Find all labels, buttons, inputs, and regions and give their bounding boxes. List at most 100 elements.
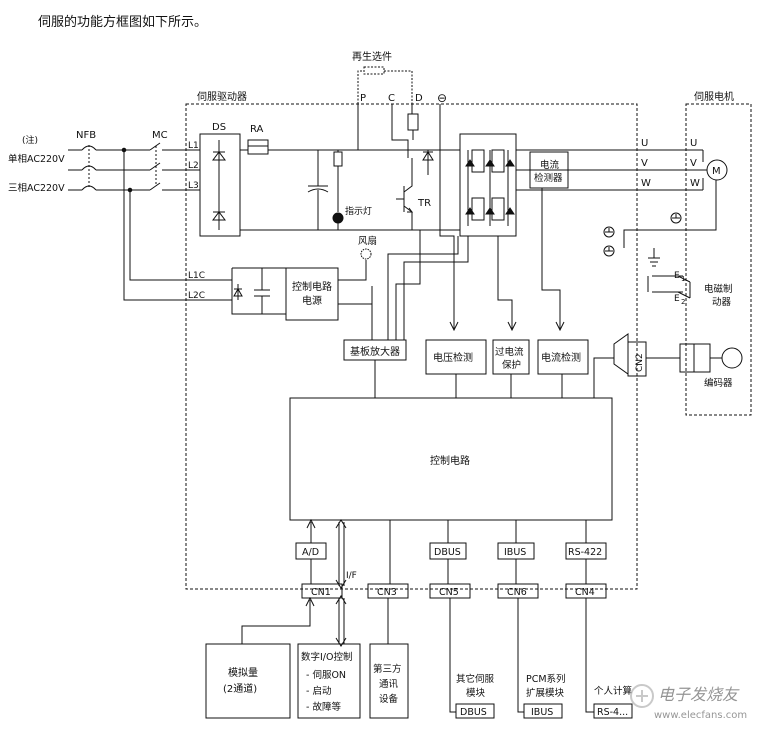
overcurrent-sense (497, 236, 517, 332)
ground-icons (603, 212, 682, 267)
brake-e2: E (674, 294, 680, 304)
ad-label: A/D (302, 547, 319, 558)
current-detect-box (537, 339, 589, 375)
dbus-label: DBUS (434, 547, 461, 558)
encoder-disc (721, 347, 743, 369)
tr-label: TR (417, 198, 431, 209)
regen-resistor (363, 66, 385, 75)
ground-wiring (623, 180, 717, 248)
ibus-ext-wire (517, 598, 524, 713)
analog-box (205, 643, 291, 719)
current-detector-label-2: 检测器 (534, 172, 563, 184)
dio-item-servo-on: - 伺服ON (306, 669, 346, 681)
current-sense-wire (541, 188, 565, 332)
rs422-label: RS-422 (568, 547, 602, 558)
third-party-box (369, 643, 409, 719)
control-power-input (200, 267, 287, 315)
fan-icon (360, 248, 372, 260)
terminal-d: D (415, 93, 423, 104)
tr-arrow (407, 207, 413, 213)
current-detector (529, 151, 569, 189)
terminal-minus: ⊖ (437, 91, 447, 105)
pcm-label-2: 扩展模块 (526, 687, 565, 699)
caption: 伺服的功能方框图如下所示。 (38, 14, 207, 30)
ra-resistor (247, 145, 269, 155)
control-power-box (285, 267, 339, 321)
brake-label-2: 动器 (712, 297, 732, 308)
brake-label-1: 电磁制 (704, 283, 733, 295)
cn5-label: CN5 (439, 587, 459, 598)
smoothing-capacitor (307, 150, 329, 230)
if-bus (335, 519, 347, 589)
encoder-arrow (593, 333, 629, 398)
motor-letter: M (712, 166, 721, 177)
inverter-module (459, 133, 517, 237)
encoder-body (679, 343, 711, 373)
servo-driver-title: 伺服驱动器 (197, 90, 247, 103)
third-party-label-2: 通讯 (379, 679, 399, 690)
analog-label-1: 模拟量 (228, 666, 258, 679)
driver-v: V (641, 158, 648, 169)
dio-box (297, 643, 361, 719)
output-phase-lines (516, 149, 703, 191)
indicator-lamp (332, 212, 344, 224)
motor-leads (702, 150, 707, 190)
nfb-label: NFB (76, 130, 96, 141)
analog-label-2: (2通道) (223, 682, 257, 695)
terminal-l1c: L1C (188, 271, 205, 281)
motor-w: W (690, 178, 700, 189)
encoder-shaft (693, 344, 722, 372)
analog-wire (241, 596, 315, 644)
ds-rectifier-block (199, 133, 241, 237)
brake-e1: E (674, 271, 680, 281)
current-detector-label-1: 电流 (540, 159, 560, 171)
if-label: I/F (346, 571, 357, 581)
overcurrent-label-2: 保护 (502, 359, 521, 371)
motor-u: U (690, 138, 697, 149)
three-phase-lines (68, 142, 200, 301)
inverter-switches (465, 149, 515, 226)
cn4-label: CN4 (575, 587, 595, 598)
bleeder-resistor (333, 151, 343, 167)
cn2-label: CN2 (635, 353, 645, 372)
servo-motor-title: 伺服电机 (694, 90, 734, 103)
regen-option-label: 再生选件 (352, 50, 392, 63)
input-three-phase: 三相AC220V (8, 182, 65, 194)
indicator-label: 指示灯 (345, 205, 372, 217)
voltage-detect-label: 电压检测 (433, 351, 473, 364)
regen-internal-resistor (407, 113, 419, 131)
dio-item-fault: - 故障等 (306, 701, 341, 713)
fan-wiring (338, 260, 373, 320)
motor-terminal-labels: U V W U V W (641, 138, 700, 189)
cn3-label: CN3 (377, 587, 397, 598)
terminal-l1: L1 (188, 141, 199, 151)
base-amp-wiring (371, 230, 469, 340)
regen-wiring (357, 70, 413, 104)
brake-e1-sub: 1 (681, 275, 685, 283)
ra-bypass (247, 139, 269, 150)
pcm-ibus-label: IBUS (531, 707, 553, 718)
driver-w: W (641, 178, 651, 189)
watermark-cn: 电子发烧友 (658, 685, 740, 704)
connector-row: CN1 CN3 CN5 CN6 CN4 (301, 583, 607, 599)
watermark-logo-icon (630, 684, 654, 708)
elecfans-watermark: 电子发烧友 www.elecfans.com (630, 684, 747, 721)
dio-title: 数字I/O控制 (301, 651, 352, 663)
pc-label: 个人计算 (594, 685, 632, 697)
other-servo-label-2: 模块 (466, 687, 486, 699)
cn6-label: CN6 (507, 587, 527, 598)
base-amplifier-label: 基板放大器 (350, 345, 400, 358)
control-capacitor (254, 268, 270, 314)
dbus-ext-wire (449, 598, 456, 713)
detect-to-control (374, 360, 563, 398)
brake-e2-sub: 2 (681, 298, 685, 306)
ad-arrow (306, 518, 316, 543)
control-rectifier (233, 284, 243, 300)
overcurrent-label-1: 过电流 (495, 346, 524, 358)
ds-label: DS (212, 122, 226, 133)
cn2-connector (627, 341, 647, 377)
control-power-label-2: 电源 (302, 294, 322, 307)
ra-label: RA (250, 124, 264, 135)
ibus-label: IBUS (504, 547, 526, 558)
